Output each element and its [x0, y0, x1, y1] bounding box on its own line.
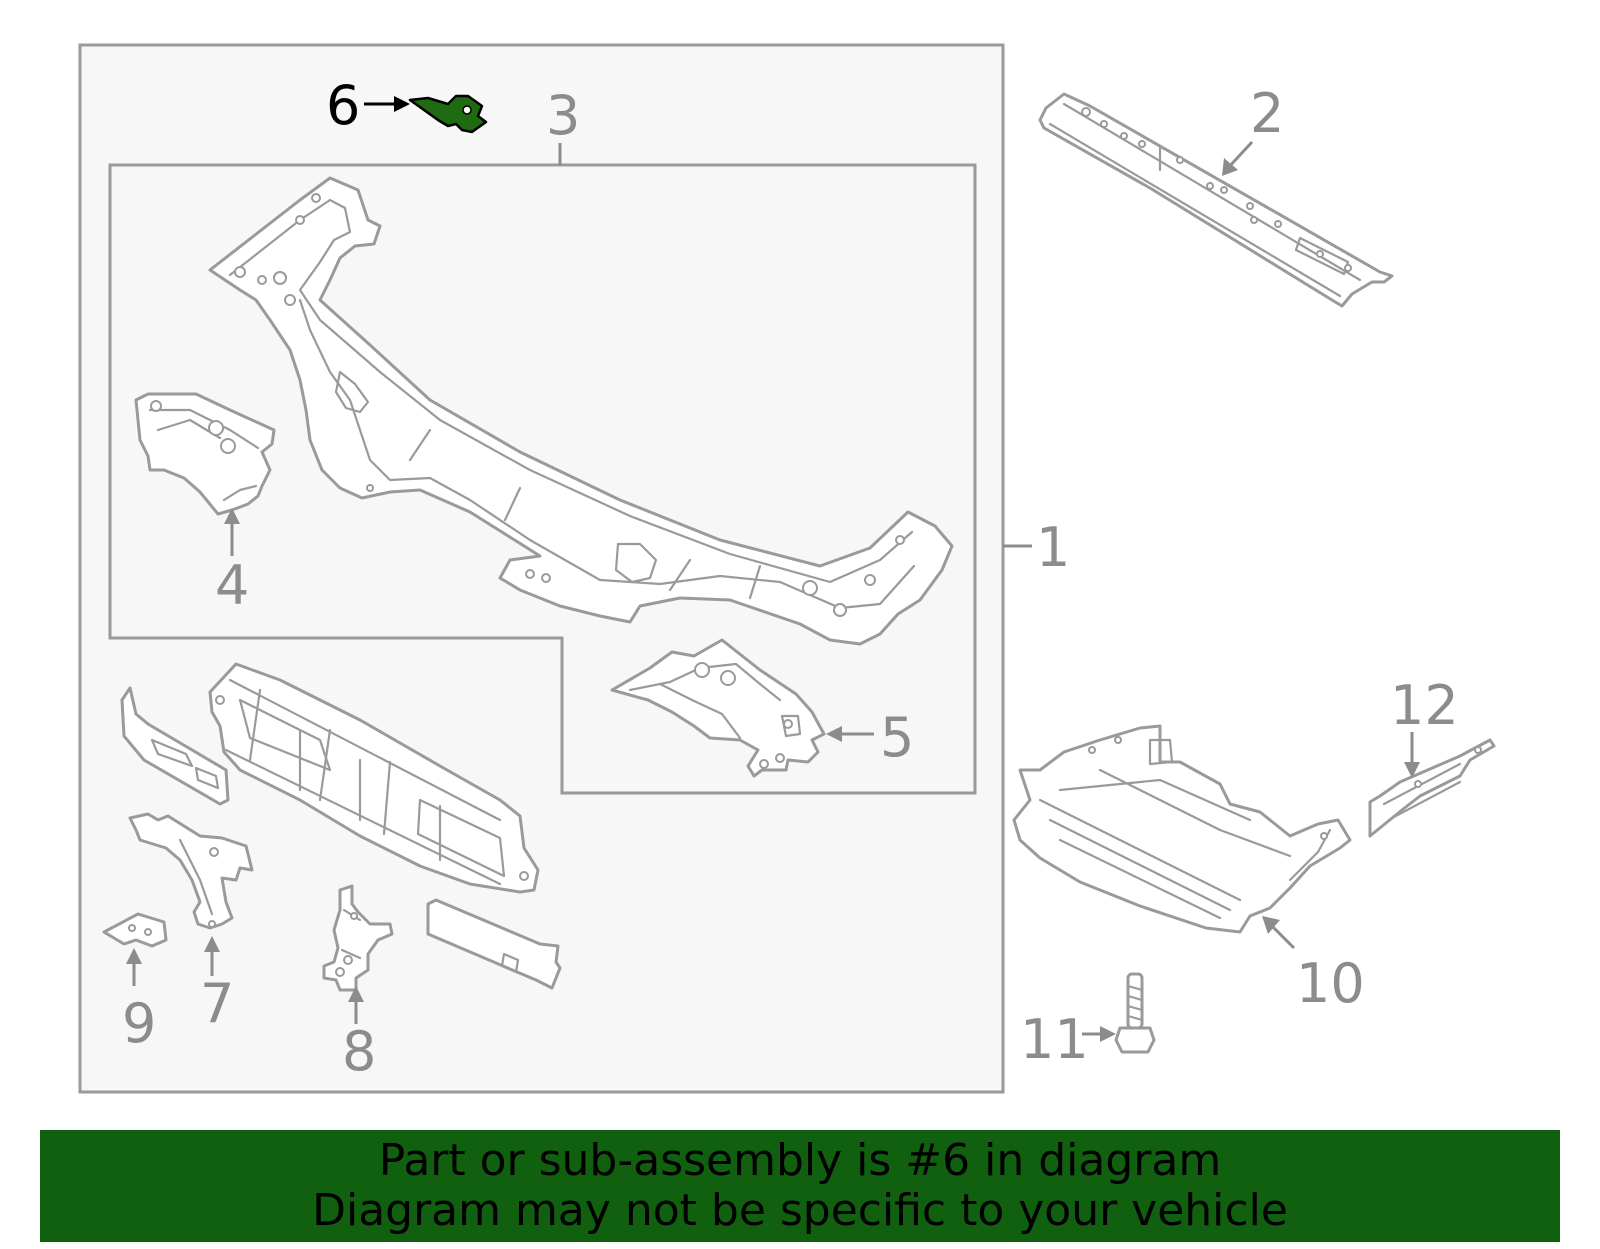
part-11-bolt[interactable]	[1114, 972, 1156, 1054]
part-2-reinforcement-bar[interactable]	[1038, 92, 1394, 308]
callout-11: 11	[1020, 1008, 1089, 1071]
part-strip-left[interactable]	[120, 686, 230, 806]
part-10-under-cover[interactable]	[1012, 724, 1352, 934]
part-5-right-bracket[interactable]	[610, 638, 826, 778]
part-12-bracket[interactable]	[1368, 738, 1496, 838]
callout-9: 9	[122, 992, 156, 1055]
callout-10: 10	[1296, 952, 1365, 1015]
part-7-bracket[interactable]	[128, 812, 254, 930]
callout-12: 12	[1390, 674, 1459, 737]
part-strip-lower[interactable]	[426, 898, 562, 990]
callout-5: 5	[880, 706, 914, 769]
callout-4: 4	[215, 554, 249, 617]
part-9-small-plate[interactable]	[102, 912, 168, 948]
part-4-left-bracket[interactable]	[134, 392, 276, 516]
part-3-upper-support[interactable]	[208, 176, 954, 646]
banner-line-2: Diagram may not be specific to your vehi…	[312, 1185, 1288, 1236]
banner-line-1: Part or sub-assembly is #6 in diagram	[378, 1135, 1222, 1186]
callout-8: 8	[342, 1020, 376, 1083]
part-lower-panel[interactable]	[208, 662, 540, 894]
callout-6: 6	[326, 74, 360, 137]
part-6-highlighted-bracket[interactable]	[408, 94, 488, 134]
callout-2: 2	[1250, 82, 1284, 145]
part-8-bracket[interactable]	[322, 884, 394, 992]
info-banner: Part or sub-assembly is #6 in diagram Di…	[40, 1130, 1560, 1242]
callout-7: 7	[200, 972, 234, 1035]
callout-1: 1	[1036, 516, 1070, 579]
callout-3: 3	[546, 84, 580, 147]
